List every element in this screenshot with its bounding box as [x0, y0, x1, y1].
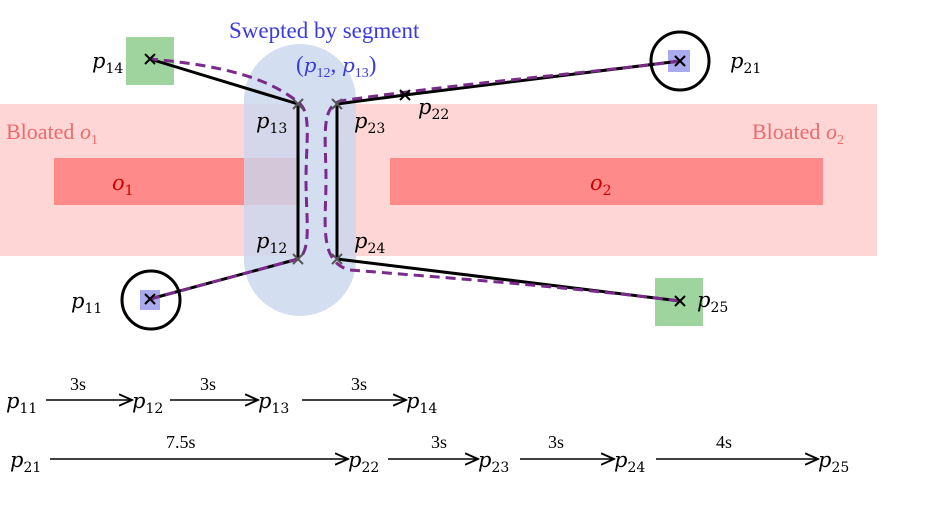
swept-title: Swepted by segment [229, 18, 420, 43]
robot1-dashed-path [149, 57, 309, 301]
point-marker-p14 [144, 53, 156, 65]
timeline2-node: p24 [614, 448, 645, 476]
obstacle-o2 [390, 158, 823, 205]
label-p21: p21 [730, 49, 761, 77]
obstacle-o1-label: o1 [112, 171, 134, 199]
timeline2-duration: 4s [716, 432, 732, 452]
point-marker-p24 [331, 253, 343, 265]
swept-region [244, 44, 356, 316]
label-p22: p22 [418, 95, 449, 123]
label-p12: p12 [256, 229, 287, 257]
timeline2-duration: 3s [431, 432, 447, 452]
point-marker-p22 [399, 89, 411, 101]
timeline1-duration: 3s [200, 374, 216, 394]
timeline1-node: p14 [406, 389, 437, 417]
start-circle-p11 [120, 269, 182, 331]
bloated-o1-label: Bloated o1 [6, 119, 98, 148]
timeline1-duration: 3s [70, 374, 86, 394]
point-marker-p13 [292, 98, 304, 110]
timeline2-node: p22 [348, 448, 379, 476]
timeline1-duration: 3s [351, 374, 367, 394]
start-circle-p21 [649, 30, 711, 92]
label-p11: p11 [71, 289, 102, 317]
timeline2-duration: 3s [548, 432, 564, 452]
timeline2-node: p21 [10, 448, 41, 476]
robot2-dashed-path [323, 59, 681, 303]
label-p24: p24 [354, 229, 385, 257]
timeline1-node: p13 [258, 389, 289, 417]
label-p14: p14 [92, 49, 123, 77]
point-marker-p11 [144, 293, 156, 305]
label-p25: p25 [697, 288, 728, 316]
point-marker-p12 [292, 253, 304, 265]
timeline1-node: p11 [6, 389, 37, 417]
point-marker-p23 [331, 98, 343, 110]
label-p23: p23 [354, 109, 385, 137]
robot1-path [149, 57, 300, 301]
point-marker-p21 [674, 55, 686, 67]
obstacle-o2-label: o2 [590, 171, 612, 199]
timeline1-node: p12 [132, 389, 163, 417]
timeline-robot1: p11 3s p12 3s p13 3s p14 [6, 374, 437, 417]
timeline-robot2: p21 7.5s p22 3s p23 3s p24 4s p25 [10, 432, 849, 476]
point-marker-p25 [674, 295, 686, 307]
swept-pair: (p12, p13) [296, 52, 376, 81]
timeline2-node: p23 [478, 448, 509, 476]
timeline2-duration: 7.5s [166, 432, 196, 452]
label-p13: p13 [256, 109, 287, 137]
timeline2-node: p25 [818, 448, 849, 476]
bloated-o2-label: Bloated o2 [752, 119, 844, 148]
